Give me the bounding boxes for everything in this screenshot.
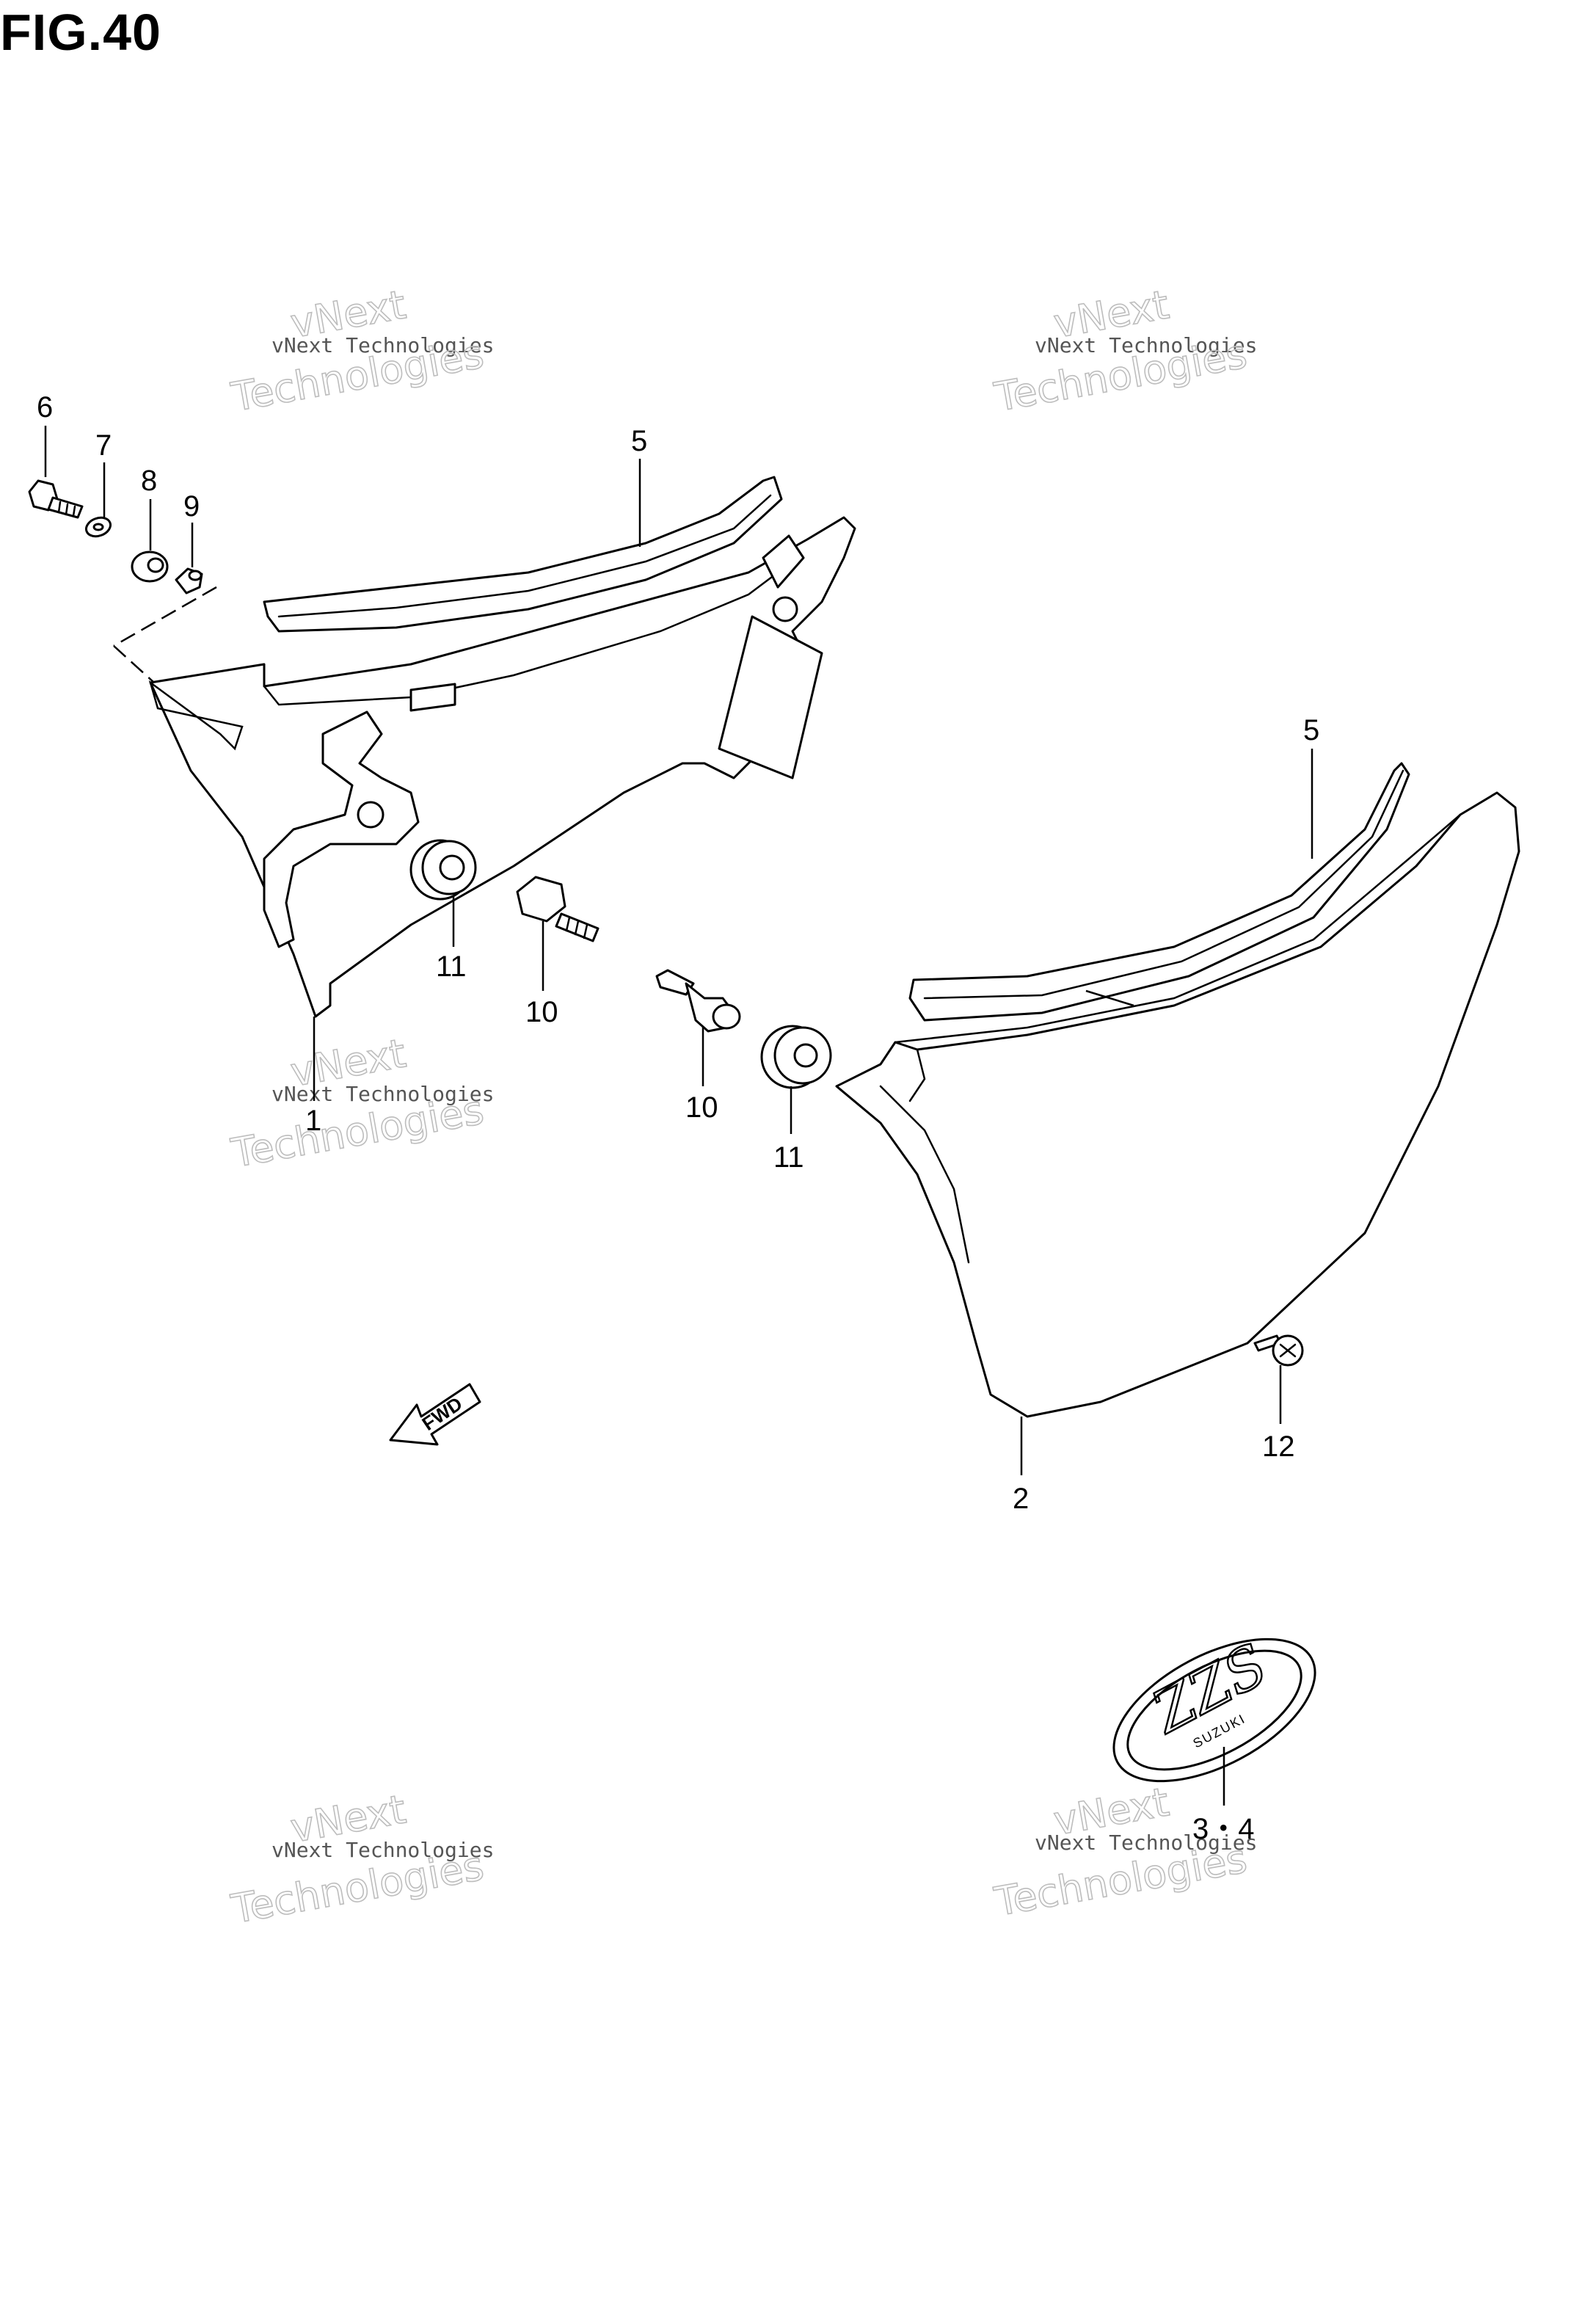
callout-7: 7 <box>95 429 112 462</box>
watermark-mid-left: vNext vNext Technologies Technologies <box>227 1030 495 1177</box>
grommet-11-right <box>760 1025 832 1089</box>
emblem: ZZS SUZUKI <box>1112 1631 1316 1783</box>
callout-labels: 6 7 8 9 5 5 11 10 10 11 1 2 12 3・4 <box>37 391 1319 1845</box>
callout-8: 8 <box>141 465 157 497</box>
sleeve-9 <box>175 567 203 595</box>
callout-2: 2 <box>1013 1483 1029 1515</box>
watermark-line1: vNext Technologies <box>272 1838 494 1862</box>
screw-10-left <box>516 876 600 942</box>
washer-7 <box>85 516 112 538</box>
leader-lines <box>44 426 1313 1806</box>
callout-5-right: 5 <box>1303 714 1319 746</box>
collar-8 <box>131 550 169 583</box>
trim-strip-upper <box>263 476 783 633</box>
callout-11-right: 11 <box>773 1141 804 1174</box>
callout-6: 6 <box>37 391 53 423</box>
callout-11-left: 11 <box>436 950 467 983</box>
watermark-top-left: vNext vNext Technologies Technologies <box>227 281 495 421</box>
screw-12 <box>1253 1334 1304 1367</box>
bolt-6 <box>28 479 84 519</box>
callout-1: 1 <box>305 1105 321 1137</box>
watermark-line1: vNext Technologies <box>1035 333 1257 357</box>
callout-10-left: 10 <box>525 996 558 1028</box>
callout-5-upper: 5 <box>631 425 647 457</box>
watermark-line1: vNext Technologies <box>272 1082 494 1106</box>
watermark-line1: vNext Technologies <box>272 333 494 357</box>
watermark-top-right: vNext vNext Technologies Technologies <box>991 281 1258 421</box>
callout-9: 9 <box>183 490 200 523</box>
callout-3-4: 3・4 <box>1192 1813 1255 1845</box>
fwd-arrow: FWD <box>389 1383 481 1446</box>
figure-title: FIG.40 <box>0 4 161 61</box>
watermark-bottom-left: vNext vNext Technologies Technologies <box>227 1786 495 1933</box>
callout-12: 12 <box>1262 1431 1295 1463</box>
watermark-line1: vNext Technologies <box>1035 1831 1257 1855</box>
callout-10-right: 10 <box>685 1091 718 1124</box>
trim-strip-right <box>894 762 1462 1044</box>
left-frame-cover <box>148 516 856 1018</box>
screw-10-right <box>655 969 741 1033</box>
watermark-bottom-right: vNext vNext Technologies Technologies <box>991 1778 1258 1926</box>
grommet-11-left <box>409 839 477 901</box>
right-frame-cover <box>835 791 1520 1418</box>
